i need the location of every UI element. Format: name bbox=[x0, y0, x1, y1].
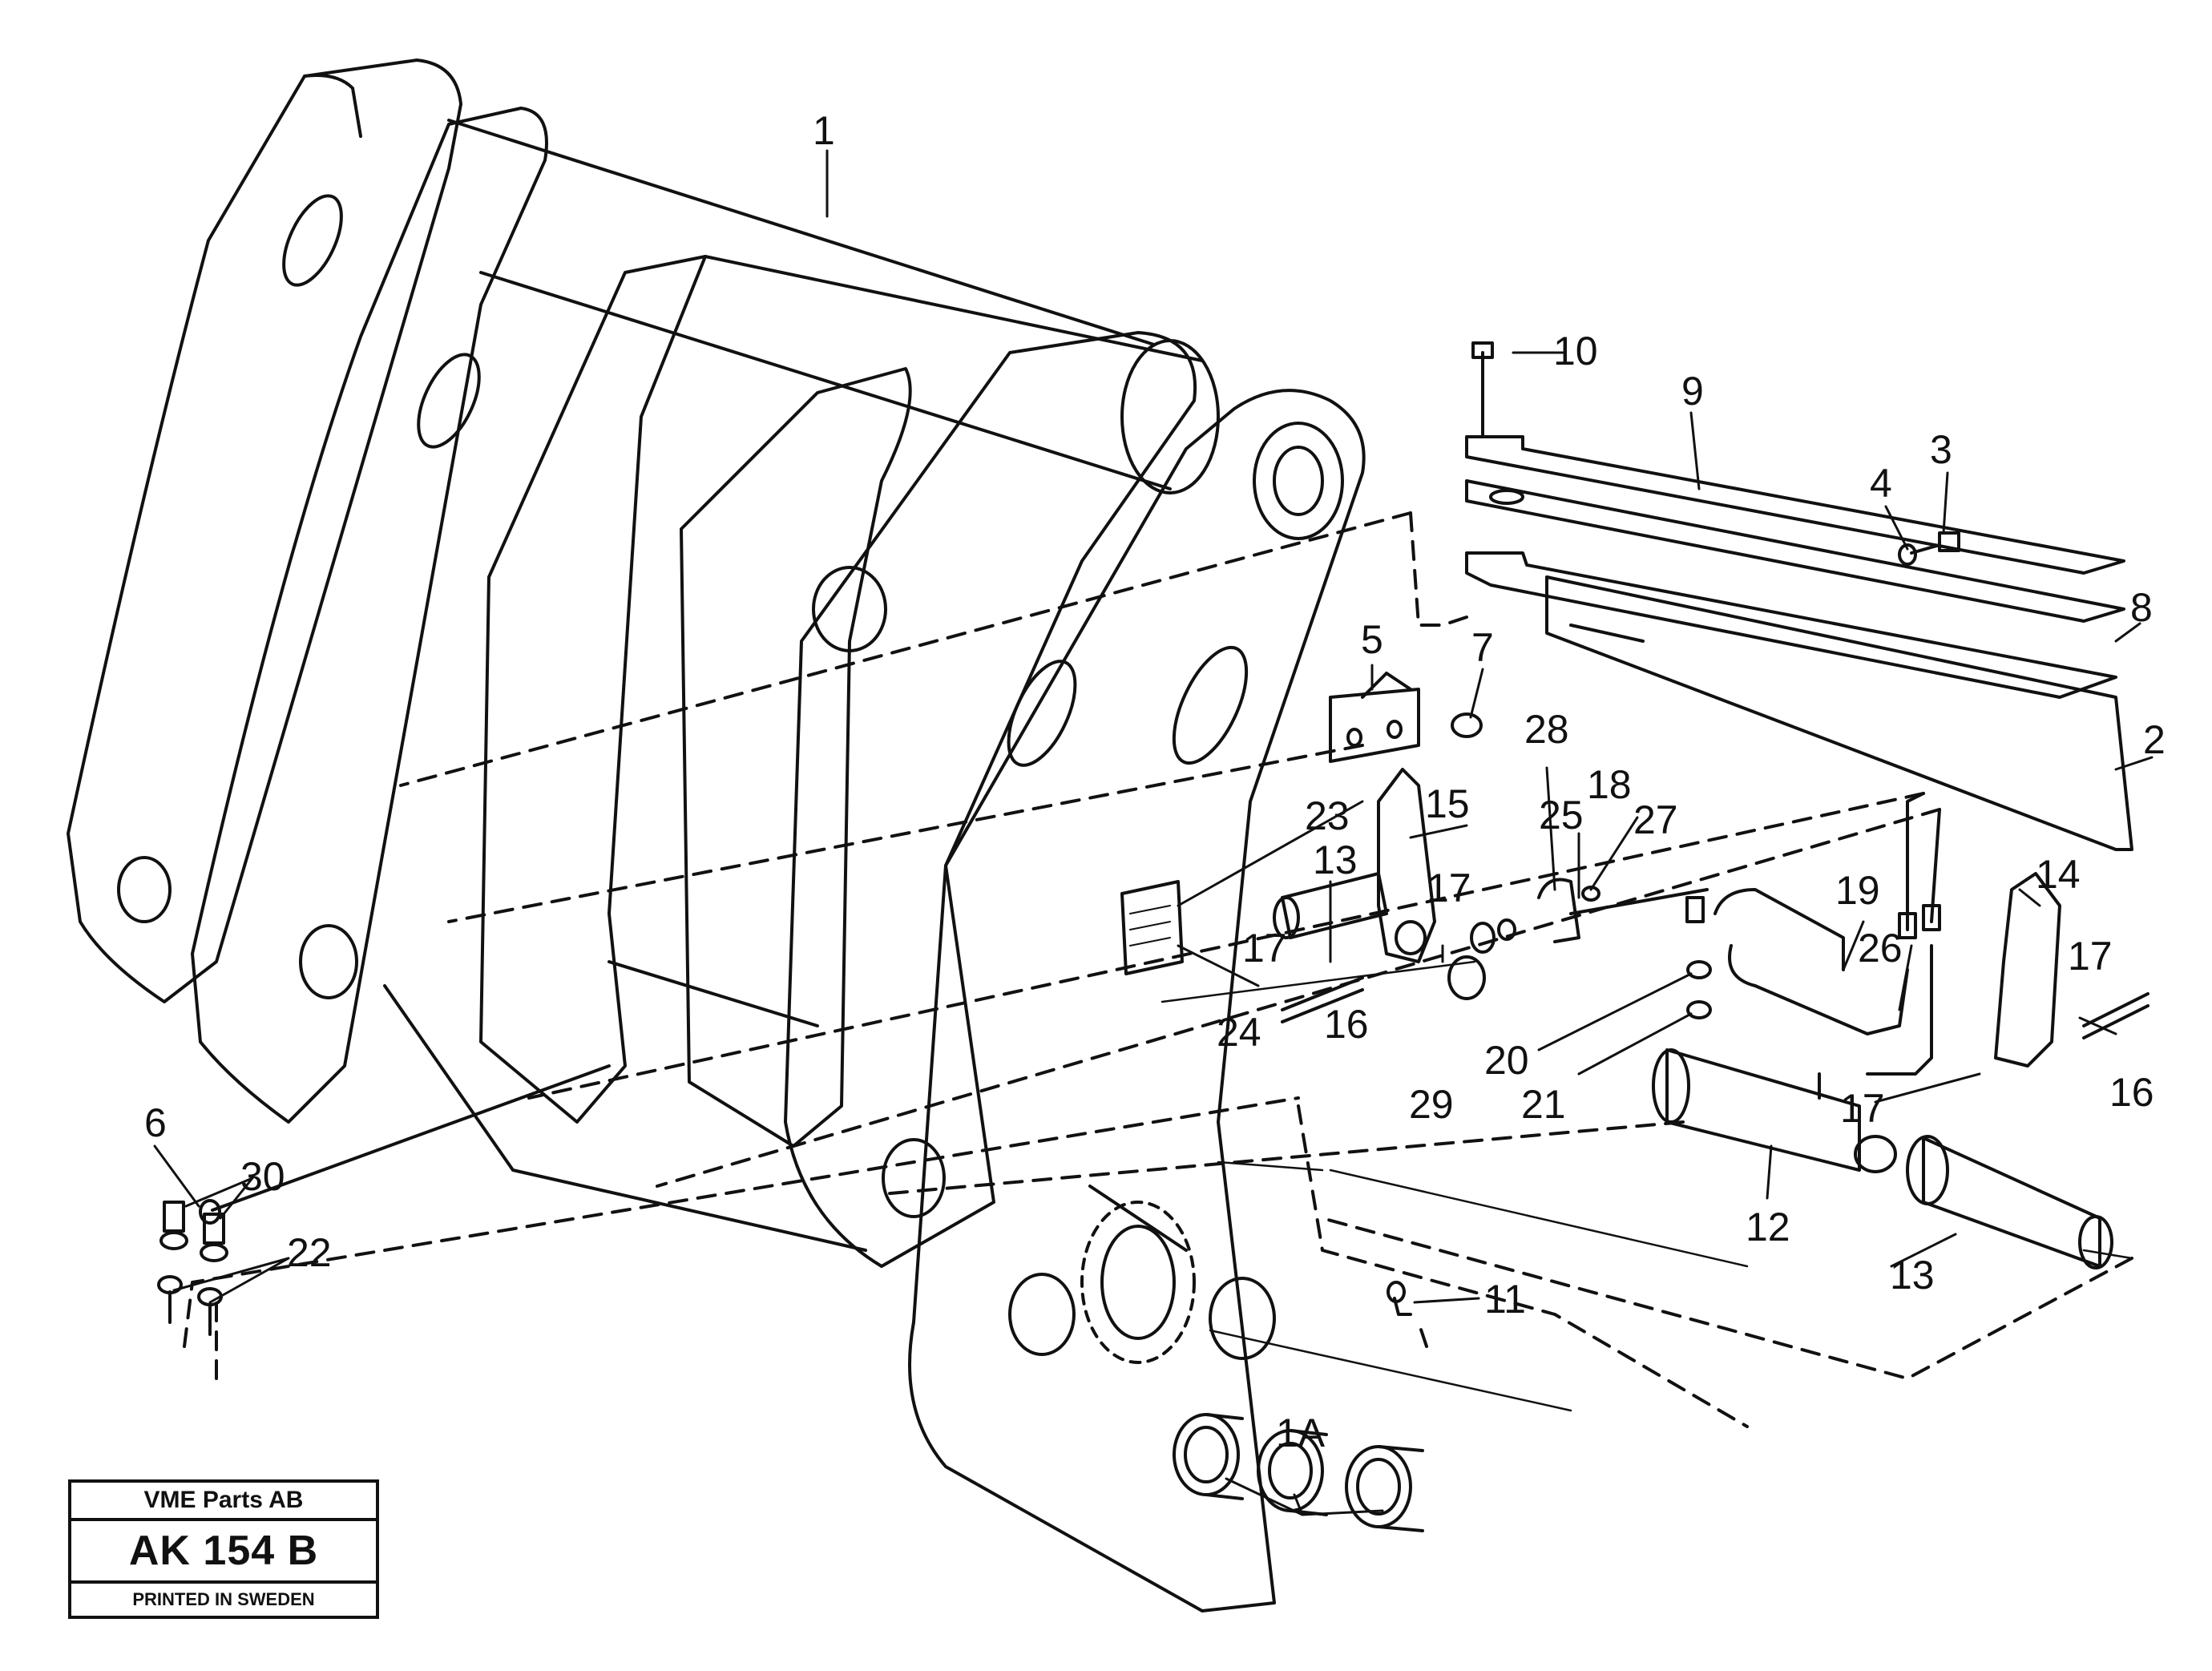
label-part-24: 24 bbox=[1217, 1010, 1261, 1055]
label-part-15: 15 bbox=[1425, 781, 1470, 826]
company-name: VME Parts AB bbox=[71, 1483, 376, 1521]
bracket-frame bbox=[67, 59, 1366, 1612]
bracket-5 bbox=[1329, 672, 1420, 763]
label-part-17-c: 17 bbox=[2068, 934, 2113, 979]
pin-16-right bbox=[2082, 992, 2149, 1039]
leader-24 bbox=[1177, 944, 1260, 987]
label-part-23: 23 bbox=[1305, 793, 1350, 838]
label-part-28: 28 bbox=[1524, 707, 1569, 752]
label-part-19: 19 bbox=[1835, 868, 1880, 913]
plate-23 bbox=[1120, 880, 1184, 975]
cylinder-12 bbox=[1652, 1048, 1897, 1173]
nipple-11-head bbox=[1387, 1281, 1406, 1303]
label-part-13-lower: 13 bbox=[1890, 1253, 1935, 1298]
assembly-lines bbox=[183, 511, 2133, 1428]
plates-8-9 bbox=[1465, 435, 2125, 699]
label-part-12: 12 bbox=[1746, 1205, 1790, 1249]
printed-note: PRINTED IN SWEDEN bbox=[132, 1589, 315, 1609]
bushings-1a bbox=[1173, 1413, 1424, 1532]
label-part-2: 2 bbox=[2143, 717, 2166, 762]
bolt-10-head bbox=[1471, 341, 1494, 359]
label-part-7: 7 bbox=[1471, 625, 1494, 670]
bolt-6-head bbox=[199, 1199, 221, 1225]
hydraulic-pipes bbox=[1713, 792, 1941, 1076]
label-part-5: 5 bbox=[1361, 617, 1383, 662]
label-part-17-d: 17 bbox=[1840, 1086, 1885, 1131]
drawing-code: AK 154 B bbox=[71, 1521, 376, 1584]
label-part-27: 27 bbox=[1633, 797, 1678, 842]
label-part-29: 29 bbox=[1409, 1082, 1454, 1127]
label-part-16-right: 16 bbox=[2109, 1070, 2154, 1115]
washer-29 bbox=[1497, 918, 1516, 941]
washer-28 bbox=[1470, 922, 1496, 954]
label-part-3: 3 bbox=[1930, 427, 1952, 472]
nipples-30-screws-22 bbox=[157, 1201, 228, 1336]
washer-21 bbox=[1686, 1000, 1712, 1019]
label-part-11: 11 bbox=[1484, 1277, 1526, 1322]
nut-7 bbox=[1451, 712, 1483, 738]
bolt-3-head bbox=[1938, 531, 1960, 552]
label-part-9: 9 bbox=[1681, 369, 1704, 414]
label-part-26: 26 bbox=[1858, 926, 1903, 971]
washer-4 bbox=[1898, 543, 1917, 566]
label-part-6: 6 bbox=[144, 1100, 167, 1145]
label-part-16-left: 16 bbox=[1324, 1002, 1369, 1047]
label-part-30: 30 bbox=[240, 1154, 285, 1199]
pin-13-upper bbox=[1273, 768, 1436, 963]
label-part-13-upper: 13 bbox=[1313, 838, 1358, 882]
pin-16-left bbox=[1281, 976, 1364, 1023]
lever-14 bbox=[1994, 872, 2061, 1068]
clamp-25 bbox=[1537, 878, 1580, 943]
title-block: VME Parts AB AK 154 B PRINTED IN SWEDEN bbox=[68, 1479, 379, 1619]
label-part-18: 18 bbox=[1587, 762, 1632, 807]
label-part-1a: 1A bbox=[1276, 1411, 1326, 1455]
label-leaders bbox=[153, 149, 2153, 1516]
bolt-6 bbox=[211, 1064, 611, 1212]
ring-29 bbox=[1447, 955, 1486, 1000]
label-part-10: 10 bbox=[1553, 329, 1598, 373]
label-part-4: 4 bbox=[1870, 461, 1892, 506]
label-part-20: 20 bbox=[1484, 1038, 1529, 1083]
label-part-25: 25 bbox=[1539, 793, 1584, 838]
label-part-14: 14 bbox=[2036, 852, 2081, 897]
fitting-20 bbox=[1686, 960, 1712, 979]
nipple-11 bbox=[1393, 1297, 1412, 1316]
axis-lines bbox=[1160, 960, 2133, 1412]
nipple-27 bbox=[1581, 886, 1600, 902]
plate-2 bbox=[1545, 575, 2133, 851]
fitting-upper bbox=[1685, 896, 1705, 923]
part-labels: 1 1A 2 3 4 5 6 7 8 9 10 11 12 13 13 14 1… bbox=[144, 108, 2166, 1455]
label-part-17-a: 17 bbox=[1242, 926, 1287, 971]
label-part-1: 1 bbox=[813, 108, 835, 153]
label-part-17-b: 17 bbox=[1427, 866, 1471, 910]
pipe-18 bbox=[1569, 888, 1709, 915]
label-part-22: 22 bbox=[287, 1230, 332, 1275]
pin-13-lower bbox=[1906, 1135, 2113, 1269]
leader-23 bbox=[1177, 800, 1364, 907]
label-part-21: 21 bbox=[1521, 1082, 1566, 1127]
label-part-8: 8 bbox=[2130, 585, 2153, 630]
